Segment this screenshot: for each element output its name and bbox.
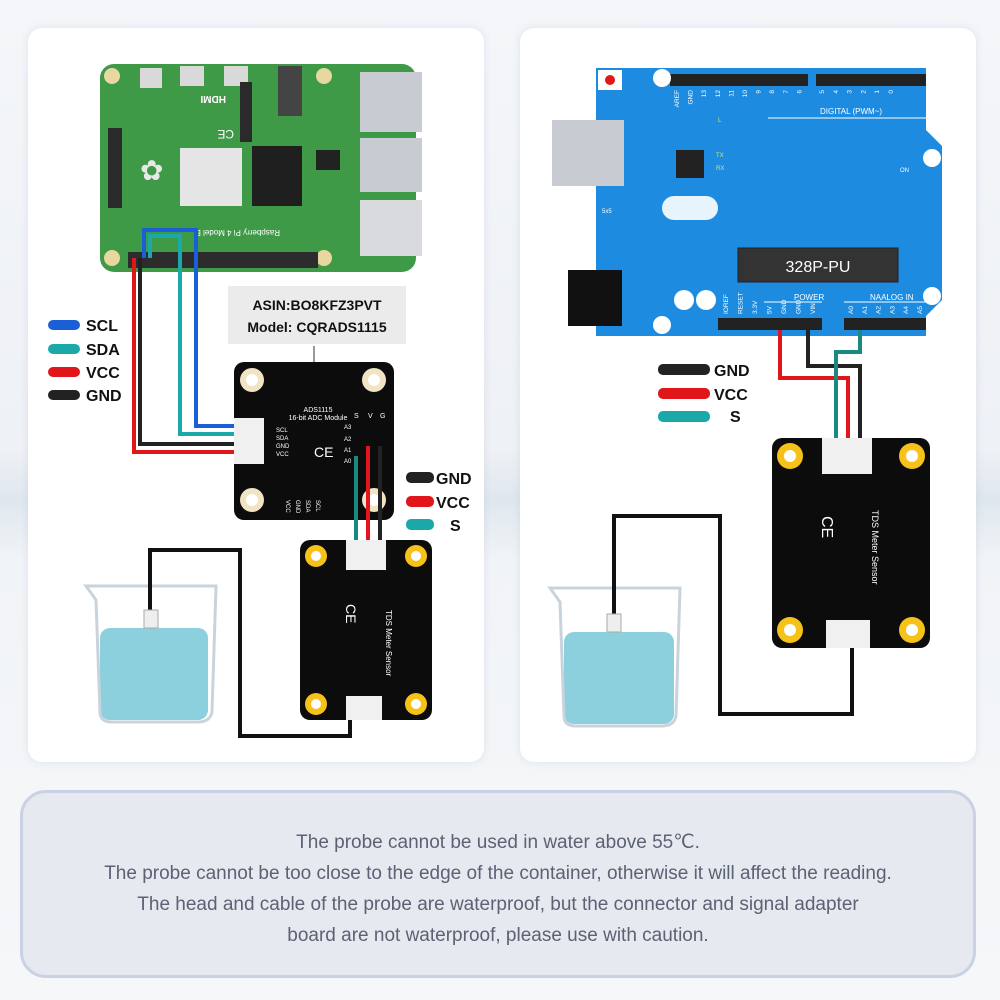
note-line: The head and cable of the probe are wate…: [137, 894, 859, 915]
adc-pin-gnd: GND: [276, 444, 290, 450]
tds-sensor-board: TDS Meter Sensor CE: [772, 438, 930, 648]
legend-scl: SCL: [86, 318, 118, 335]
ce-mark: CE: [217, 127, 234, 141]
note-line: board are not waterproof, please use wit…: [287, 925, 709, 946]
sensor-wires-left: [354, 446, 382, 555]
power-label: POWER: [794, 293, 824, 302]
sensor-wires-right: [778, 330, 862, 440]
chip-label: 328P-PU: [786, 259, 851, 276]
ce-mark-icon: CE: [314, 444, 333, 460]
adc-a3: A3: [344, 425, 352, 431]
digital-pin-label: 2: [860, 90, 867, 94]
power-pin-label: 3.3V: [752, 300, 759, 314]
beaker-left: [83, 548, 352, 738]
digital-pin-label: 0: [888, 90, 895, 94]
digital-pin-label: 13: [701, 90, 708, 98]
adc-bottom-vcc: VCC: [284, 500, 290, 513]
digital-label: DIGITAL (PWM~): [820, 107, 882, 116]
adc-a0: A0: [344, 459, 352, 465]
digital-pin-label: 6: [796, 90, 803, 94]
arduino-wiring-diagram: 328P-PU DIGITAL (PWM~) POWER NAALOG IN L…: [547, 68, 942, 728]
power-pin-label: RESET: [738, 292, 745, 314]
adc-col-g: G: [380, 413, 385, 420]
fuse-label: 5x5: [602, 209, 612, 215]
legend-vcc: VCC: [714, 387, 748, 404]
rx-led-label: RX: [716, 166, 724, 172]
power-pin-label: 5V: [767, 305, 774, 314]
digital-pin-label: 10: [742, 90, 749, 98]
analog-label: NAALOG IN: [870, 293, 914, 302]
arduino-uno-board: 328P-PU DIGITAL (PWM~) POWER NAALOG IN L…: [552, 68, 942, 336]
power-pin-label: VIN: [810, 303, 817, 314]
adc-a1: A1: [344, 448, 352, 454]
digital-pin-label: 9: [756, 90, 763, 94]
legend-s: S: [730, 409, 741, 426]
adc-bottom-gnd: GND: [294, 500, 300, 514]
sensor-legend-left: GND VCC S: [406, 471, 472, 535]
adc-col-s: S: [354, 413, 359, 420]
sensor-name: TDS Meter Sensor: [384, 610, 393, 677]
legend-vcc: VCC: [86, 365, 120, 382]
digital-pin-label: GND: [688, 90, 695, 105]
analog-pin-label: A2: [876, 306, 883, 314]
raspberry-pi-wiring-diagram: HDMI CE Raspberry Pi 4 Model B ✿ SCL SDA…: [48, 64, 472, 738]
sensor-legend-right: GND VCC S: [658, 363, 750, 426]
analog-pin-label: A3: [889, 306, 896, 314]
adc-bottom-scl: SCL: [314, 500, 320, 512]
analog-pin-label: A4: [903, 306, 910, 314]
legend-sda: SDA: [86, 342, 120, 359]
digital-pin-label: 7: [783, 90, 790, 94]
adc-callout: ASIN:BO8KFZ3PVT Model: CQRADS1115: [228, 286, 406, 368]
tds-sensor-board: TDS Meter Sensor CE: [300, 540, 432, 720]
on-led-label: ON: [900, 168, 909, 174]
digital-pin-label: 11: [728, 90, 735, 97]
digital-pin-label: 5: [819, 90, 826, 94]
note-line: The probe cannot be too close to the edg…: [104, 863, 892, 884]
arduino-wiring-panel: 328P-PU DIGITAL (PWM~) POWER NAALOG IN L…: [520, 28, 976, 762]
legend-s: S: [450, 518, 461, 535]
adc-pin-vcc: VCC: [276, 452, 289, 458]
ce-mark-icon: CE: [818, 516, 835, 538]
hdmi-label: HDMI: [200, 93, 226, 104]
digital-pin-label: 1: [874, 90, 881, 94]
asin-text: ASIN:BO8KFZ3PVT: [252, 297, 382, 313]
i2c-wires: [132, 228, 250, 454]
analog-pin-label: A0: [848, 306, 855, 314]
digital-pin-label: 3: [847, 90, 854, 94]
adc-pin-scl: SCL: [276, 428, 288, 434]
legend-vcc: VCC: [436, 495, 470, 512]
adc-bottom-sda: SDA: [304, 500, 310, 512]
power-pin-label: IOREF: [723, 294, 730, 314]
raspberry-pi-board: HDMI CE Raspberry Pi 4 Model B ✿: [100, 64, 422, 272]
adc-a2: A2: [344, 437, 352, 443]
note-line: The probe cannot be used in water above …: [296, 832, 700, 853]
sensor-name: TDS Meter Sensor: [870, 510, 880, 585]
adc-col-v: V: [368, 413, 373, 420]
adc-pin-sda: SDA: [276, 436, 288, 442]
power-pin-label: GND: [796, 299, 803, 314]
legend-gnd: GND: [86, 388, 122, 405]
digital-pin-label: 8: [769, 90, 776, 94]
analog-pin-label: A1: [862, 306, 869, 314]
power-pin-label: GND: [781, 299, 788, 314]
legend-gnd: GND: [714, 363, 750, 380]
raspberry-pi-wiring-panel: HDMI CE Raspberry Pi 4 Model B ✿ SCL SDA…: [28, 28, 484, 762]
raspberry-logo: ✿: [140, 155, 163, 186]
model-text: Model: CQRADS1115: [247, 319, 386, 335]
digital-pin-label: AREF: [674, 90, 681, 107]
analog-pin-label: A5: [917, 306, 924, 314]
adc-title: ADS1115: [304, 407, 333, 414]
tx-led-label: TX: [716, 153, 724, 159]
legend-gnd: GND: [436, 471, 472, 488]
digital-pin-label: 12: [715, 90, 722, 98]
i2c-legend: SCL SDA VCC GND: [48, 318, 122, 405]
caution-notes: The probe cannot be used in water above …: [20, 790, 976, 978]
beaker-right: [547, 514, 854, 728]
pi-model-label: Raspberry Pi 4 Model B: [196, 228, 280, 237]
ce-mark-icon: CE: [343, 604, 359, 623]
adc-subtitle: 16-bit ADC Module: [289, 415, 348, 422]
digital-pin-label: 4: [833, 90, 840, 94]
l-led-label: L: [718, 118, 722, 124]
